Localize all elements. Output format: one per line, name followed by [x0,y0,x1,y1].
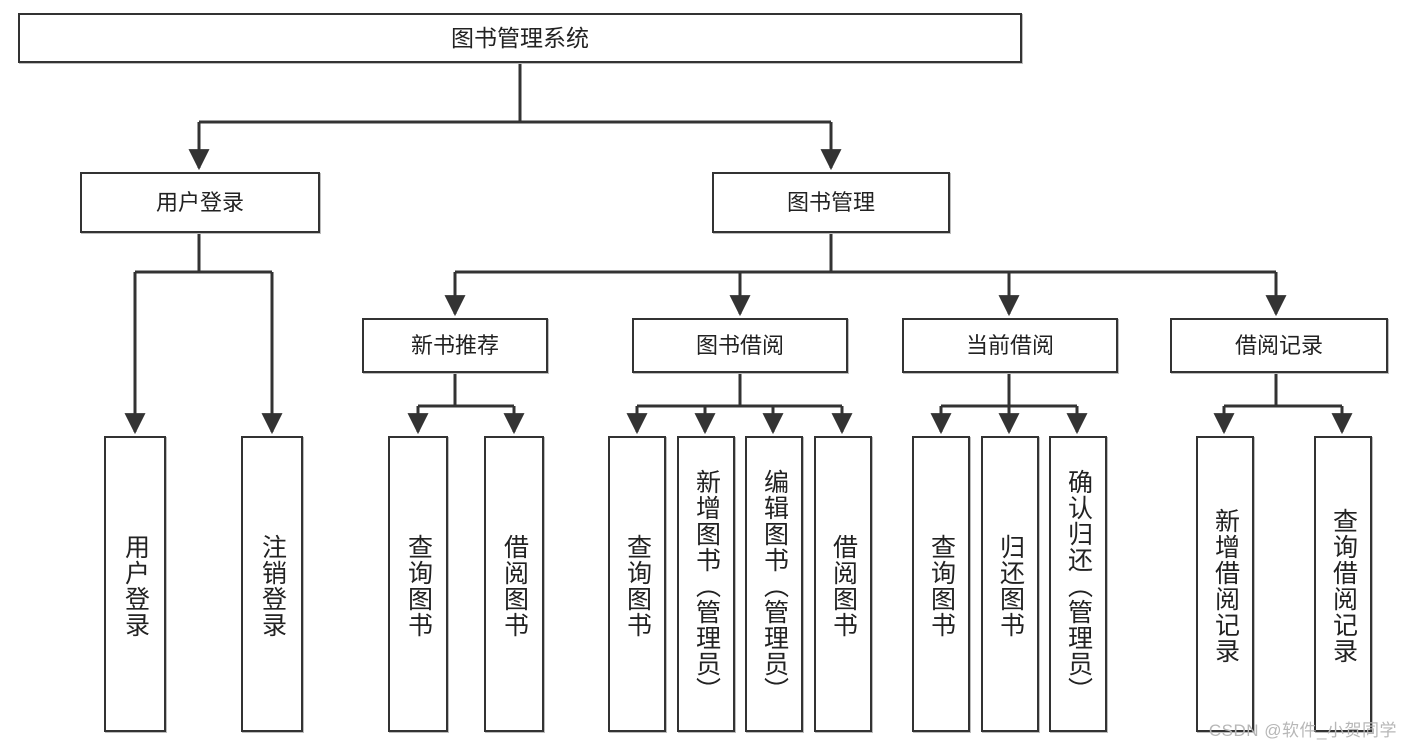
node-book-management[interactable]: 图书管理 [712,172,950,233]
node-leaf-query-record[interactable]: 查询借阅记录 [1314,436,1372,732]
node-leaf-add-record-label: 新增借阅记录 [1211,508,1240,664]
node-current-borrow[interactable]: 当前借阅 [902,318,1118,373]
node-user-login-label: 用户登录 [155,189,244,215]
node-borrow-record[interactable]: 借阅记录 [1170,318,1388,373]
watermark: CSDN @软件_小贺同学 [1208,721,1397,740]
node-new-book-recommend[interactable]: 新书推荐 [362,318,548,373]
node-leaf-edit-book[interactable]: 编辑图书（管理员） [745,436,803,732]
node-leaf-logout[interactable]: 注销登录 [241,436,303,732]
node-book-management-label: 图书管理 [786,189,875,215]
node-leaf-return-book-label: 归还图书 [996,534,1025,638]
node-root[interactable]: 图书管理系统 [18,13,1022,63]
node-leaf-query-book-3-label: 查询图书 [927,534,956,638]
node-new-book-recommend-label: 新书推荐 [410,332,499,358]
node-book-borrow-label: 图书借阅 [695,332,784,358]
node-user-login[interactable]: 用户登录 [80,172,320,233]
node-leaf-logout-label: 注销登录 [258,534,287,638]
node-leaf-edit-book-label: 编辑图书（管理员） [760,469,789,703]
node-leaf-add-record[interactable]: 新增借阅记录 [1196,436,1254,732]
node-leaf-borrow-book-2-label: 借阅图书 [829,534,858,638]
node-current-borrow-label: 当前借阅 [965,332,1054,358]
node-borrow-record-label: 借阅记录 [1234,332,1323,358]
node-leaf-borrow-book-1-label: 借阅图书 [500,534,529,638]
node-leaf-query-record-label: 查询借阅记录 [1329,508,1358,664]
node-leaf-query-book-1[interactable]: 查询图书 [388,436,448,732]
node-leaf-add-book[interactable]: 新增图书（管理员） [677,436,735,732]
node-root-label: 图书管理系统 [451,24,589,51]
node-leaf-return-book[interactable]: 归还图书 [981,436,1039,732]
node-leaf-query-book-2[interactable]: 查询图书 [608,436,666,732]
node-leaf-confirm-return[interactable]: 确认归还（管理员） [1049,436,1107,732]
node-leaf-add-book-label: 新增图书（管理员） [692,469,721,703]
node-leaf-query-book-3[interactable]: 查询图书 [912,436,970,732]
node-leaf-user-login[interactable]: 用户登录 [104,436,166,732]
node-leaf-borrow-book-2[interactable]: 借阅图书 [814,436,872,732]
node-leaf-query-book-2-label: 查询图书 [623,534,652,638]
node-book-borrow[interactable]: 图书借阅 [632,318,848,373]
node-leaf-confirm-return-label: 确认归还（管理员） [1064,469,1093,703]
node-leaf-borrow-book-1[interactable]: 借阅图书 [484,436,544,732]
node-leaf-user-login-label: 用户登录 [121,534,150,638]
node-leaf-query-book-1-label: 查询图书 [404,534,433,638]
